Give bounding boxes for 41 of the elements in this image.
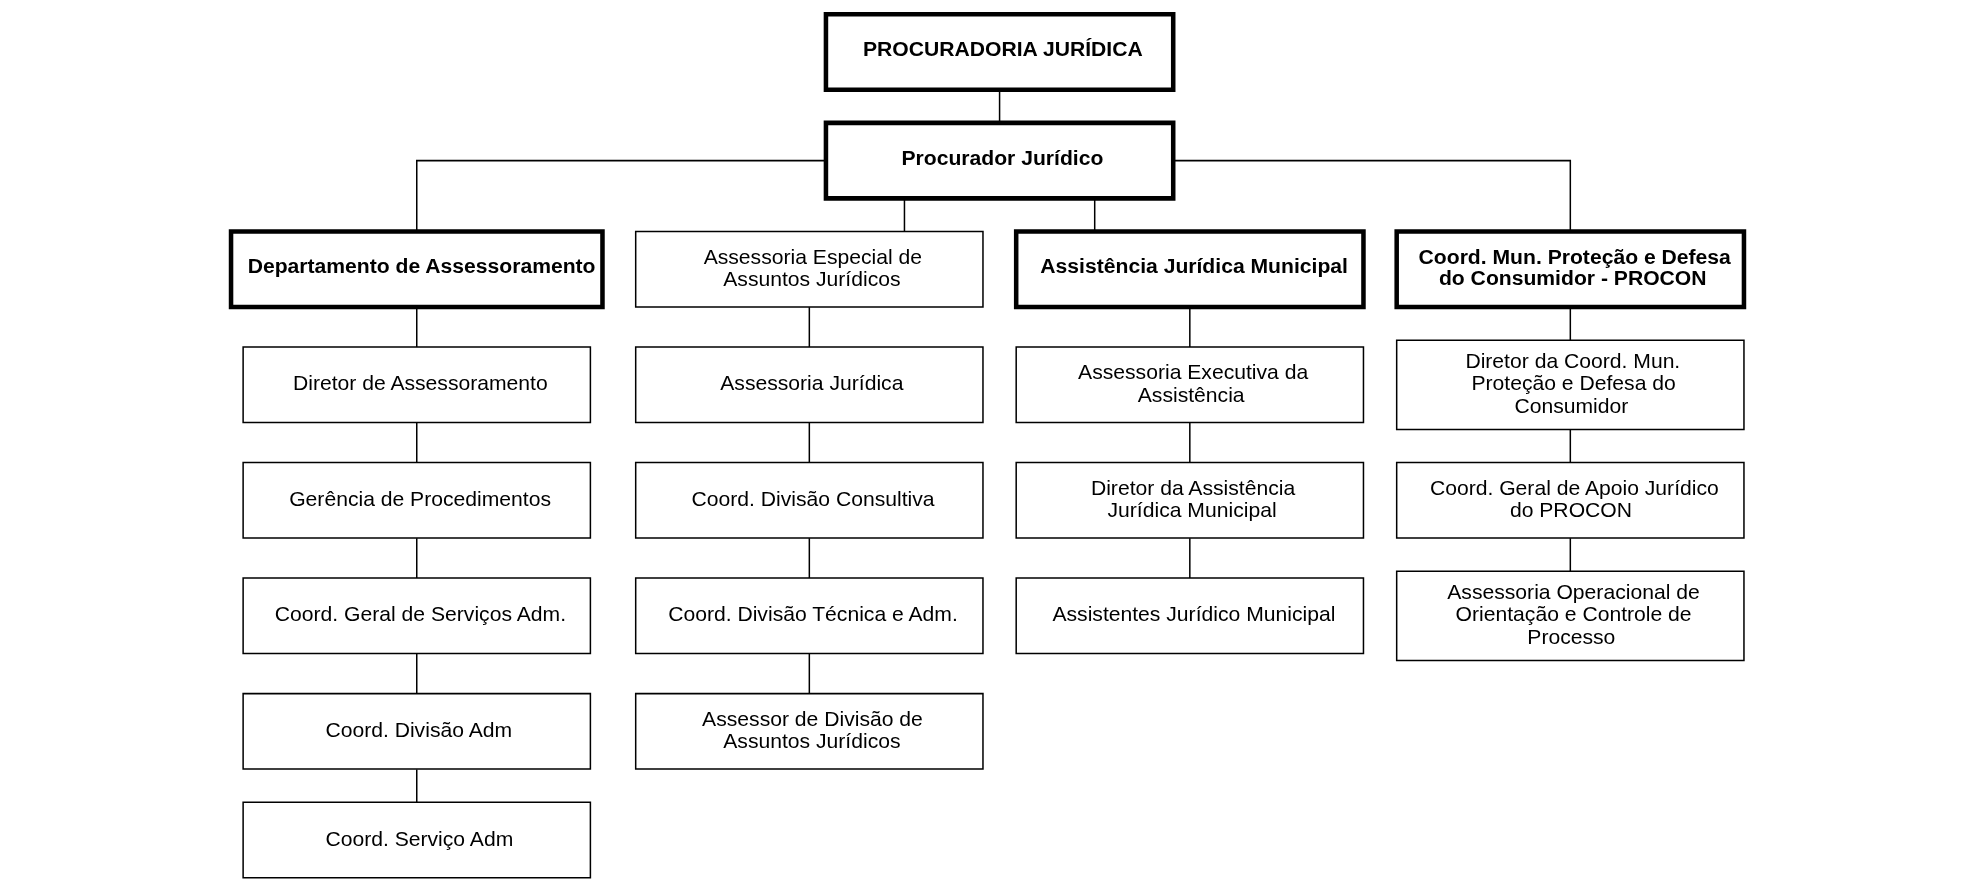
node-box: Departamento de Assessoramento: [228, 229, 605, 310]
connector: [416, 537, 418, 579]
node-box: Coord. Mun. Proteção e Defesa do Consumidor - PROCON: [1394, 229, 1747, 310]
connector: [808, 652, 811, 695]
connector: [808, 306, 811, 348]
connector: [808, 421, 811, 464]
node-box: Coord. Divisão Técnica e Adm.: [634, 577, 984, 655]
connector: [416, 306, 418, 348]
node-box: Assessoria Operacional de Orientação e Controle de Processo: [1395, 570, 1745, 662]
connector: [1569, 429, 1572, 463]
connector: [1172, 159, 1572, 233]
node-box: Assessoria Executiva da Assistência: [1015, 346, 1365, 424]
node-box: Diretor da Assistência Jurídica Municipal: [1015, 461, 1365, 539]
node-box: Coord. Geral de Serviços Adm.: [242, 577, 592, 655]
connector: [808, 537, 811, 579]
connector: [1189, 537, 1191, 579]
node-box: Gerência de Procedimentos: [242, 461, 592, 539]
node-box: Diretor de Assessoramento: [242, 346, 592, 424]
connector: [416, 768, 418, 803]
node-box: Assessoria Jurídica: [634, 346, 984, 424]
connector: [416, 159, 827, 233]
connector: [416, 421, 418, 464]
connector: [1189, 306, 1191, 348]
connector: [998, 89, 1001, 124]
node-box: Coord. Geral de Apoio Jurídico do PROCON: [1395, 461, 1745, 539]
connector: [1093, 197, 1096, 232]
node-box: Diretor da Coord. Mun. Proteção e Defesa do Consumidor: [1395, 339, 1745, 431]
node-box: Coord. Divisão Adm: [242, 692, 592, 770]
node-box: Coord. Divisão Consultiva: [634, 461, 984, 539]
node-box: Assistência Jurídica Municipal: [1013, 229, 1366, 310]
node-box: Coord. Serviço Adm: [242, 801, 592, 879]
node-box: Procurador Jurídico: [823, 120, 1176, 201]
connector: [903, 197, 906, 232]
node-box: Assistentes Jurídico Municipal: [1015, 577, 1365, 655]
connector: [1189, 421, 1191, 464]
connector: [1569, 306, 1572, 341]
connector: [416, 652, 418, 695]
node-box: PROCURADORIA JURÍDICA: [823, 11, 1176, 92]
node-box: Assessor de Divisão de Assuntos Jurídicos: [634, 692, 984, 770]
connector: [1569, 537, 1572, 572]
node-box: Assessoria Especial de Assuntos Jurídicos: [634, 230, 984, 308]
